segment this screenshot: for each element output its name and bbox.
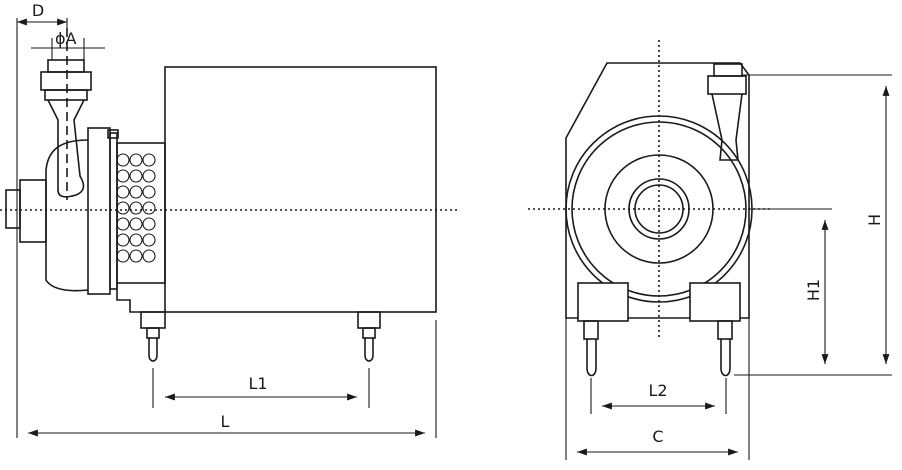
front-housing	[565, 62, 750, 319]
motor-body	[164, 66, 437, 313]
label-h1: H1	[804, 279, 823, 301]
flange-rim	[109, 132, 118, 290]
front-foot-block-left	[577, 282, 629, 322]
front-foot-block-right	[689, 282, 741, 322]
label-d: D	[32, 1, 44, 20]
vent-holes	[116, 153, 156, 263]
outlet-ring	[40, 71, 92, 91]
label-l1: L1	[248, 374, 267, 393]
front-leg-right	[717, 320, 733, 377]
label-phi-a: ϕA	[55, 29, 77, 48]
label-c: C	[652, 427, 663, 446]
side-view: D ϕA L1 L	[0, 1, 458, 438]
front-view: H H1 L2 C	[528, 40, 892, 460]
label-l: L	[221, 412, 230, 431]
foot-right	[357, 311, 381, 362]
front-outlet-cap	[713, 63, 743, 77]
foot-left	[140, 311, 166, 362]
front-leg-left	[583, 320, 599, 377]
inlet-flange	[5, 189, 21, 229]
outlet-collar	[44, 89, 88, 101]
flange-bolt	[107, 129, 119, 139]
label-l2: L2	[648, 381, 667, 400]
front-outlet-ring	[707, 75, 747, 95]
outlet-cap	[47, 59, 85, 73]
outlet-neck	[47, 99, 85, 198]
inlet-stub	[19, 179, 47, 243]
label-h: H	[865, 214, 884, 226]
front-outlet-neck	[711, 93, 743, 161]
bracket-frame	[116, 283, 165, 313]
flange-plate	[87, 127, 111, 295]
